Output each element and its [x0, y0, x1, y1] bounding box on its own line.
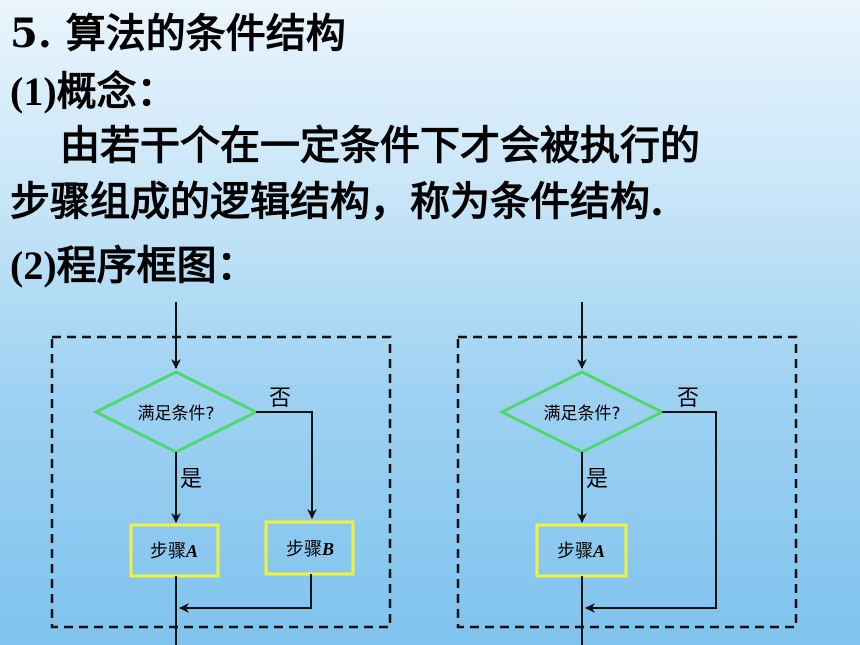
right-no-branch-line — [585, 411, 717, 613]
left-no-branch-line — [256, 411, 317, 519]
right-dashed-frame — [456, 335, 798, 629]
definition-line-2: 步骤组成的逻辑结构，称为条件结构. — [10, 178, 664, 225]
left-no-label: 否 — [269, 386, 291, 411]
flowchart-number: (2) — [10, 243, 57, 288]
flowchart-label: 程序框图： — [56, 242, 257, 289]
left-dashed-frame — [50, 335, 392, 629]
section-number: 5. — [10, 10, 52, 57]
left-yes-label: 是 — [180, 467, 202, 492]
flowchart-heading: (2)程序框图： — [10, 244, 257, 288]
right-yes-label: 是 — [586, 467, 608, 492]
left-step-b-box — [264, 520, 355, 576]
left-condition-text: 满足条件? — [137, 404, 214, 424]
left-step-a-box — [129, 523, 220, 578]
right-no-label: 否 — [677, 386, 699, 411]
concept-heading: (1)概念： — [10, 70, 177, 114]
definition-line-1: 由若干个在一定条件下才会被执行的 — [60, 122, 700, 169]
left-step-b-label: 步骤B — [286, 539, 334, 560]
left-step-a-label: 步骤A — [150, 541, 198, 562]
right-condition-text: 满足条件? — [543, 404, 620, 424]
section-title: 算法的条件结构 — [65, 10, 346, 57]
concept-label: 概念： — [56, 68, 177, 115]
left-diagram: 满足条件? 否 是 步骤A 步骤B — [50, 302, 392, 645]
right-step-a-label: 步骤A — [557, 541, 605, 562]
concept-number: (1) — [10, 69, 57, 114]
right-diagram: 满足条件? 否 是 步骤A — [456, 302, 798, 645]
left-merge-line — [179, 574, 312, 613]
section-heading: 5. 算法的条件结构 — [10, 12, 346, 56]
